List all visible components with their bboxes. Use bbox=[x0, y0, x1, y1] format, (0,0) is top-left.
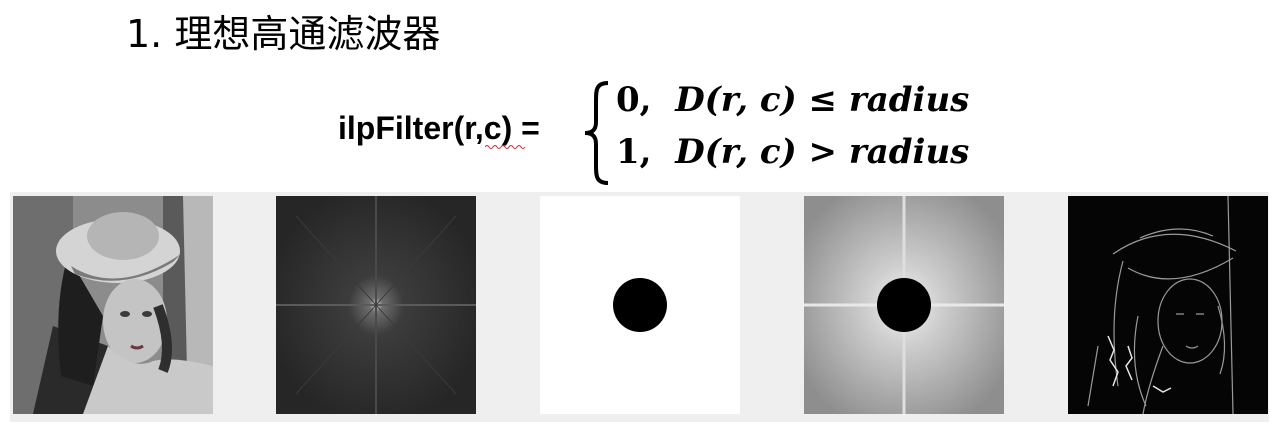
filter-mask-image bbox=[540, 196, 740, 414]
left-brace bbox=[584, 81, 609, 185]
original-image bbox=[13, 196, 213, 414]
slide-title: 1. 理想高通滤波器 bbox=[126, 12, 441, 56]
formula-case-zero: 0, D(r, c) ≤ radius bbox=[616, 78, 969, 122]
case-zero-condition: D(r, c) ≤ radius bbox=[675, 80, 970, 120]
case-one-value: 1, bbox=[616, 132, 652, 172]
fourier-spectrum-image bbox=[276, 196, 476, 414]
formula-lhs: ilpFilter(r,c) = bbox=[338, 110, 540, 146]
filtered-spectrum-image bbox=[804, 196, 1004, 414]
filtered-result-image bbox=[1068, 196, 1268, 414]
spellcheck-underline bbox=[485, 145, 526, 149]
formula-case-one: 1, D(r, c) > radius bbox=[616, 130, 969, 174]
case-one-condition: D(r, c) > radius bbox=[675, 132, 970, 172]
case-zero-value: 0, bbox=[616, 80, 652, 120]
filter-formula: ilpFilter(r,c) = 0, D(r, c) ≤ radius 1, … bbox=[338, 78, 1038, 188]
